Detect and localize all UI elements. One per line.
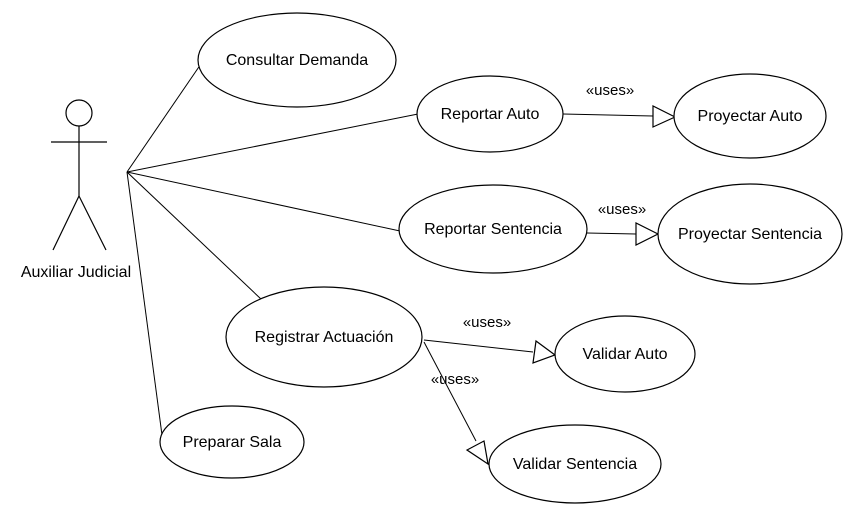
use-case-validar-auto: Validar Auto (554, 315, 696, 393)
use-case-label: Registrar Actuación (255, 329, 394, 346)
assoc-preparar-sala (126, 171, 163, 436)
uses-arrowhead-validar-sentencia (465, 440, 489, 466)
uses-line-validar-auto (423, 339, 534, 353)
uses-line-sentencia (586, 232, 637, 235)
actor-associations (126, 57, 419, 436)
use-case-validar-sentencia: Validar Sentencia (488, 424, 662, 504)
use-case-ellipse (197, 12, 397, 108)
use-case-consultar-demanda: Consultar Demanda (197, 12, 397, 108)
assoc-consultar-demanda (126, 57, 206, 173)
uses-line-validar-sentencia (423, 341, 477, 442)
use-case-proyectar-sentencia: Proyectar Sentencia (657, 183, 843, 285)
actor-right-leg (78, 195, 107, 251)
use-case-proyectar-auto: Proyectar Auto (673, 73, 827, 159)
use-case-label: Reportar Sentencia (424, 221, 562, 238)
uses-label-validar-sentencia: «uses» (431, 371, 479, 388)
use-case-ellipse (416, 75, 564, 153)
assoc-reportar-sentencia (126, 171, 401, 232)
assoc-registrar-actuacion (126, 171, 263, 301)
assoc-reportar-auto (126, 113, 419, 173)
uses-label-sentencia: «uses» (598, 201, 646, 218)
uses-label-auto: «uses» (586, 82, 634, 99)
use-case-label: Consultar Demanda (226, 52, 368, 69)
uses-arrowhead-sentencia (635, 222, 660, 246)
uses-arrowhead-auto (652, 105, 677, 128)
use-case-ellipse (225, 286, 423, 388)
actor-head (65, 99, 93, 127)
actor-auxiliar-judicial: Auxiliar Judicial (21, 99, 131, 281)
use-case-label: Proyectar Sentencia (678, 226, 822, 243)
use-case-ellipse (488, 424, 662, 504)
use-case-ellipse (159, 405, 305, 479)
use-case-ellipse (657, 183, 843, 285)
use-case-preparar-sala: Preparar Sala (159, 405, 305, 479)
use-case-reportar-sentencia: Reportar Sentencia (398, 184, 588, 274)
use-case-ellipse (673, 73, 827, 159)
use-case-reportar-auto: Reportar Auto (416, 75, 564, 153)
use-case-ellipse (554, 315, 696, 393)
uses-line-auto (562, 113, 654, 117)
use-case-ellipse (398, 184, 588, 274)
actor-label: Auxiliar Judicial (21, 264, 131, 281)
use-case-label: Proyectar Auto (698, 108, 803, 125)
use-case-label: Preparar Sala (183, 434, 282, 451)
uses-label-validar-auto: «uses» (463, 314, 511, 331)
uses-arrowhead-validar-auto (532, 339, 557, 364)
uses-relationships (423, 105, 677, 466)
actor-left-leg (52, 195, 80, 251)
use-case-label: Validar Auto (582, 346, 667, 363)
use-case-label: Validar Sentencia (513, 456, 637, 473)
use-case-registrar-actuacion: Registrar Actuación (225, 286, 423, 388)
use-case-label: Reportar Auto (441, 106, 540, 123)
